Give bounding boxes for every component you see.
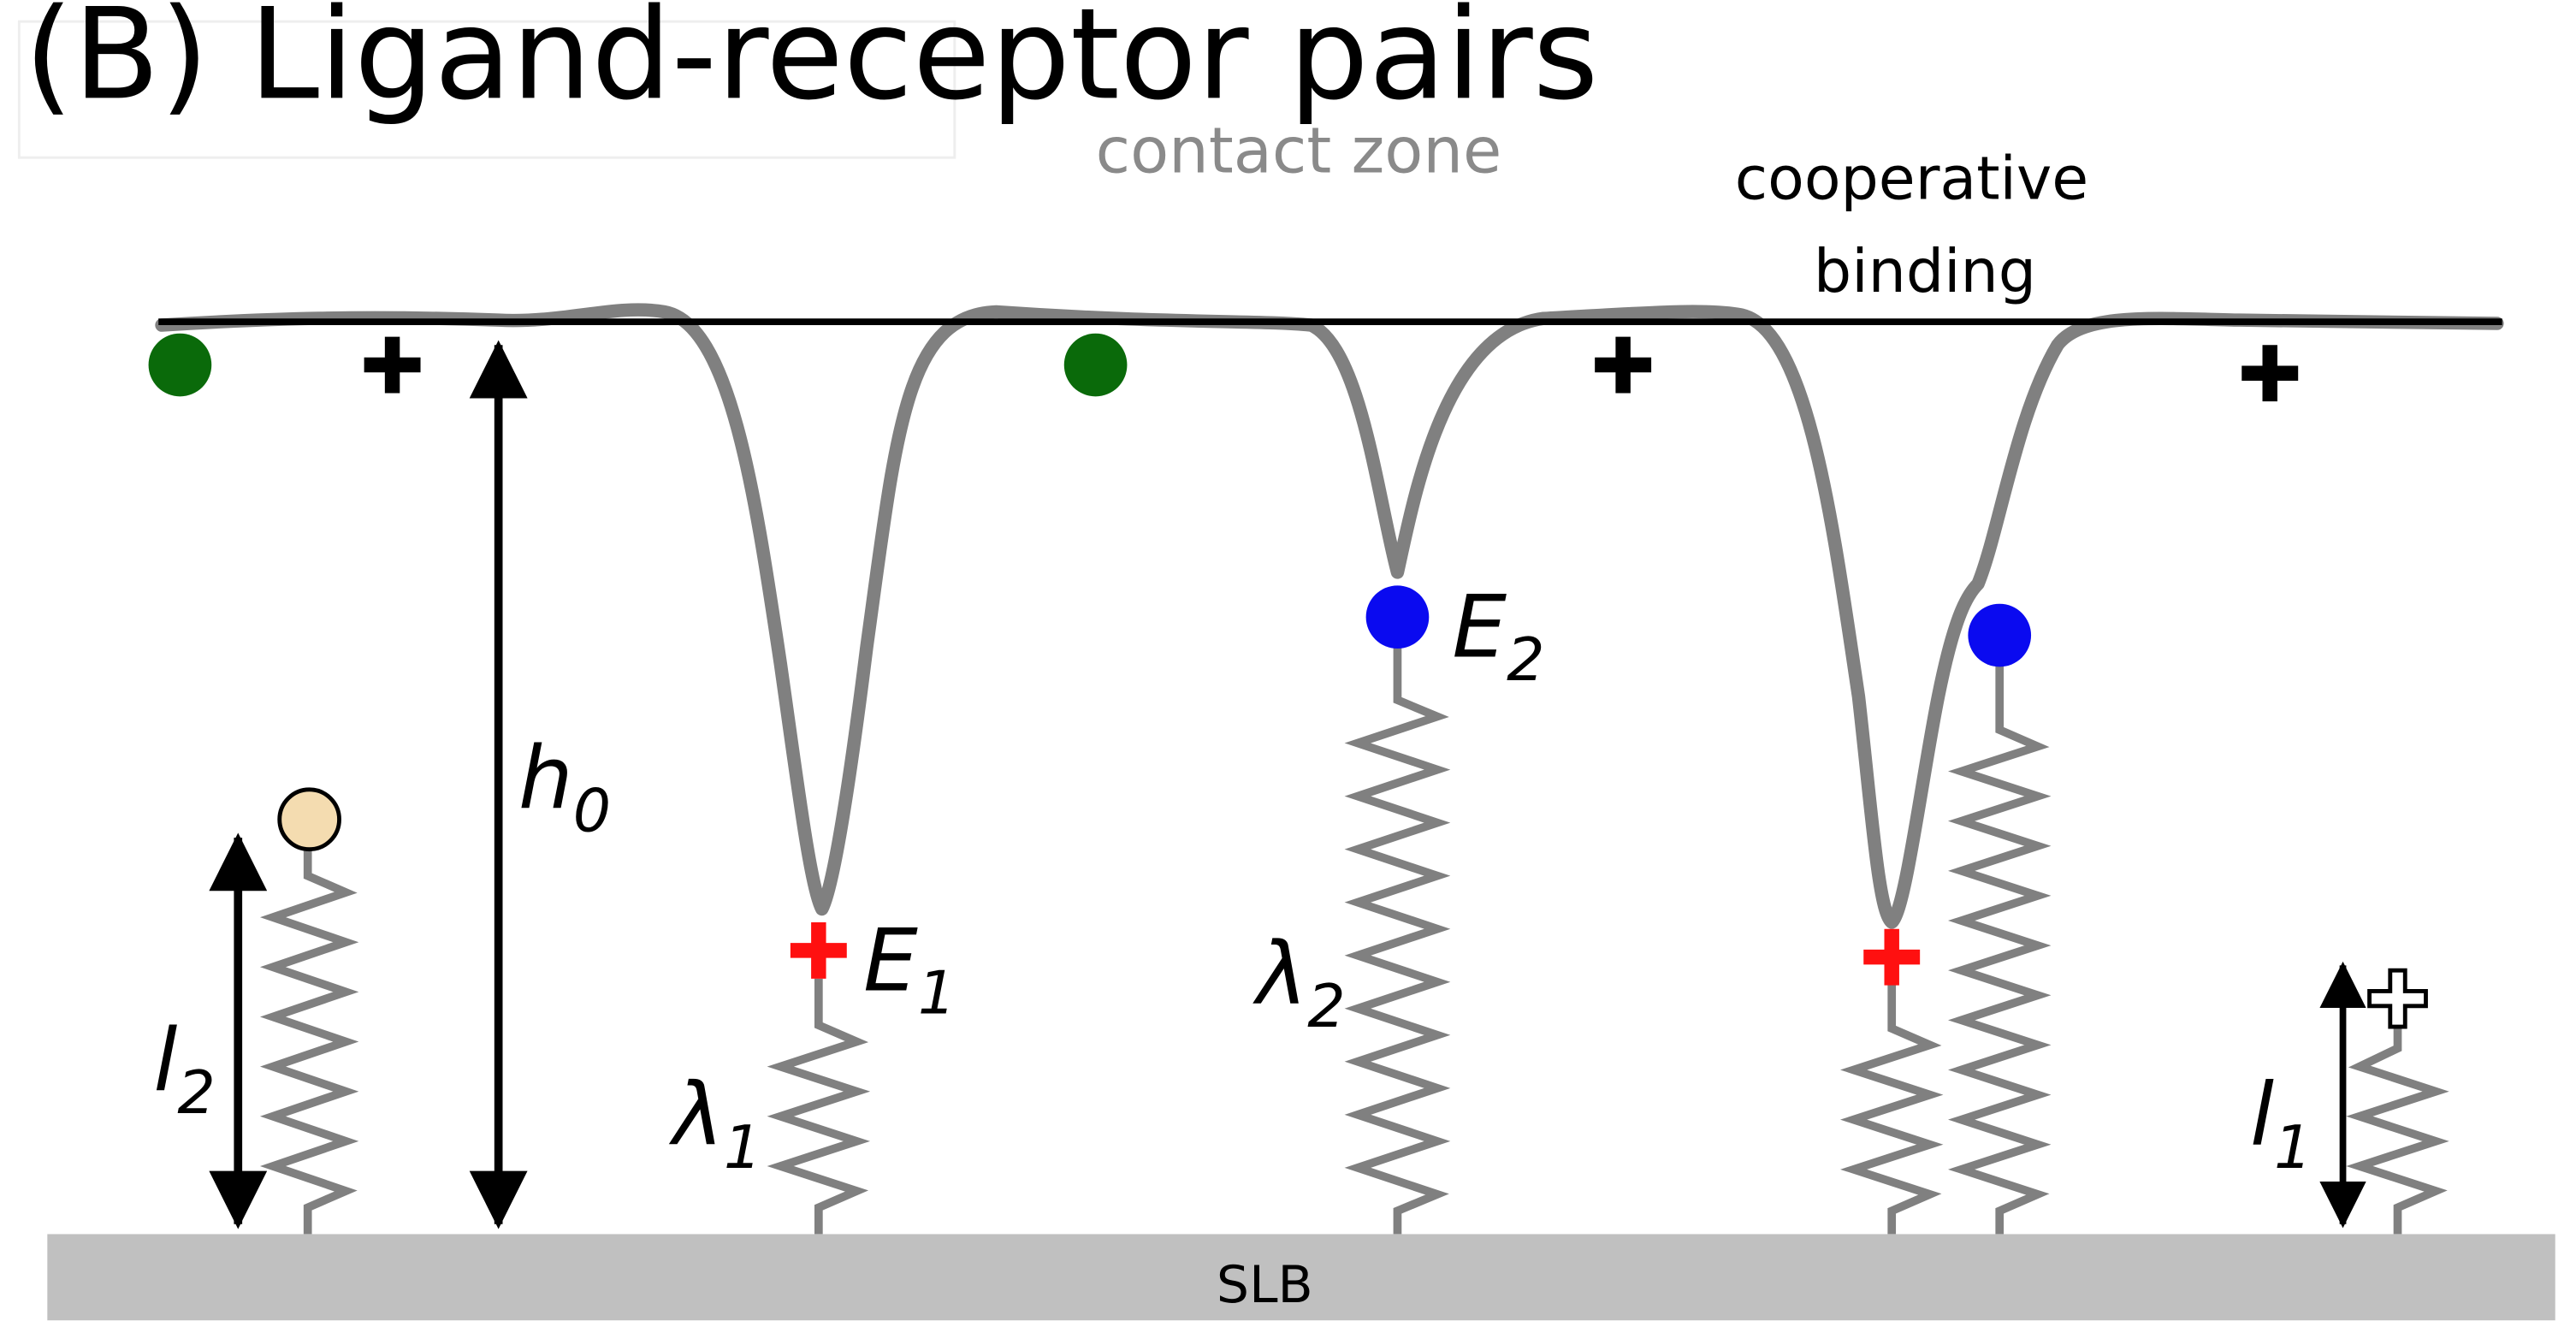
blue-ligand-dot: [1968, 603, 2032, 667]
spring-lambda2: [1344, 643, 1451, 1235]
cooperative-binding-label-line1: cooperative: [1735, 145, 2088, 214]
slb-substrate: SLB: [47, 1234, 2555, 1321]
l2-symbol: l2: [153, 1010, 215, 1128]
spring-lambda1: [767, 978, 871, 1235]
l1-symbol: l1: [2250, 1064, 2312, 1182]
E1-symbol: E1: [863, 909, 956, 1028]
spring-coop-red: [1839, 978, 1944, 1235]
tan-ligand-dot: [277, 787, 341, 852]
spring-l2: [259, 849, 359, 1235]
red-cross-icon: [1863, 928, 1921, 986]
green-ligand-dot: [1063, 333, 1128, 397]
spring-coop-blue: [1947, 663, 2052, 1235]
spring-l1: [2346, 1028, 2449, 1235]
blue-ligand-dot: [1365, 585, 1430, 649]
springs: [259, 643, 2449, 1235]
title: (B) Ligand-receptor pairs: [24, 0, 1598, 127]
black-cross-icon: [1595, 336, 1652, 394]
h0-symbol: h0: [518, 727, 611, 845]
open-cross-icon: [2370, 970, 2426, 1027]
slb-label: SLB: [1217, 1255, 1313, 1315]
black-cross-icon: [2241, 345, 2299, 402]
lambda2-symbol: λ2: [1252, 923, 1346, 1041]
title-box: (B) Ligand-receptor pairs: [17, 0, 1598, 159]
cooperative-binding-label-line2: binding: [1814, 237, 2036, 306]
black-cross-icon: [364, 336, 421, 394]
membrane-contour: [155, 303, 2504, 929]
E2-symbol: E2: [1452, 577, 1544, 695]
lambda1-symbol: λ1: [668, 1064, 761, 1182]
green-ligand-dot: [148, 333, 212, 397]
red-cross-icon: [790, 921, 847, 979]
contact-zone-label: contact zone: [1096, 116, 1502, 188]
